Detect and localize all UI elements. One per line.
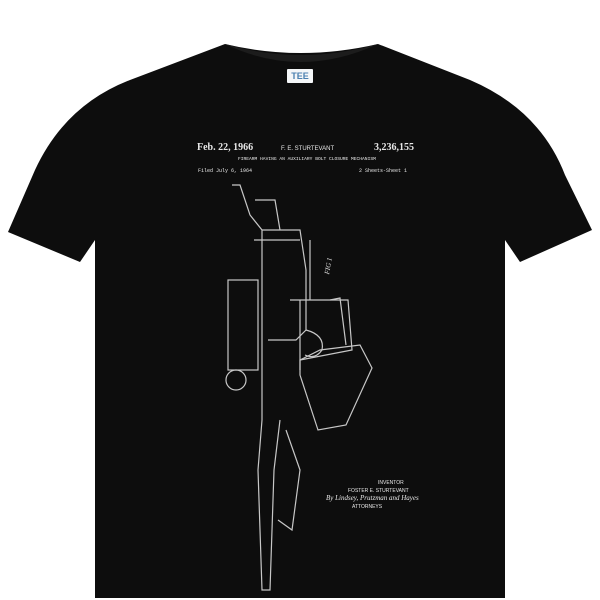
rifle-drawing (225, 184, 373, 591)
label-tag: TEE (287, 69, 313, 83)
patent-number: 3,236,155 (374, 142, 414, 153)
patent-sheets: 2 Sheets-Sheet 1 (359, 168, 408, 174)
attorneys-label: ATTORNEYS (352, 504, 383, 510)
patent-title: FIREARM HAVING AN AUXILIARY BOLT CLOSURE… (238, 157, 376, 162)
inventor-label: INVENTOR (378, 480, 404, 486)
patent-inventor-header: F. E. STURTEVANT (281, 146, 335, 152)
patent-date: Feb. 22, 1966 (197, 142, 254, 153)
patent-filed: Filed July 6, 1964 (198, 168, 253, 174)
collar (225, 44, 378, 62)
inventor-name: FOSTER E. STURTEVANT (348, 488, 409, 494)
attorney-signature: By Lindsey, Prutzman and Hayes (326, 494, 419, 502)
